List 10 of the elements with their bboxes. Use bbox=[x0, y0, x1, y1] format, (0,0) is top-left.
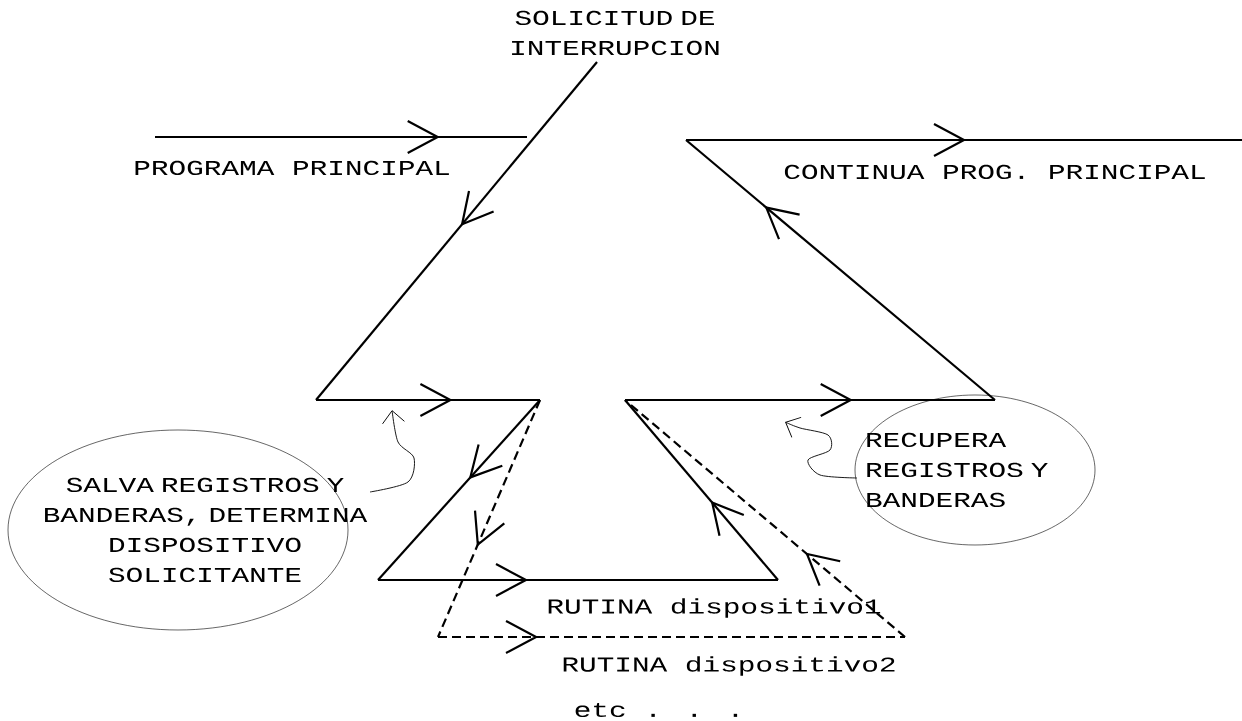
text-label: RUTINA dispositivo1 bbox=[548, 598, 881, 618]
text-label: RUTINA dispositivo2 bbox=[563, 656, 895, 676]
leader-line bbox=[369, 410, 415, 493]
text-label: etc . . . bbox=[575, 702, 738, 718]
text-label: PROGRAMA PRINCIPAL bbox=[135, 160, 449, 176]
ellipse-callout: SALVA REGISTROS Y BANDERAS, DETERMINA DISPOSITIVO SOLICITANTE bbox=[7, 429, 368, 631]
text-label: CONTINUA PROG. PRINCIPAL bbox=[784, 164, 1205, 180]
ellipse-callout: RECUPERA REGISTROS Y BANDERAS bbox=[854, 394, 1096, 546]
text-label: SOLICITUD DE INTERRUPCION bbox=[512, 10, 719, 56]
leader-line bbox=[785, 416, 858, 479]
